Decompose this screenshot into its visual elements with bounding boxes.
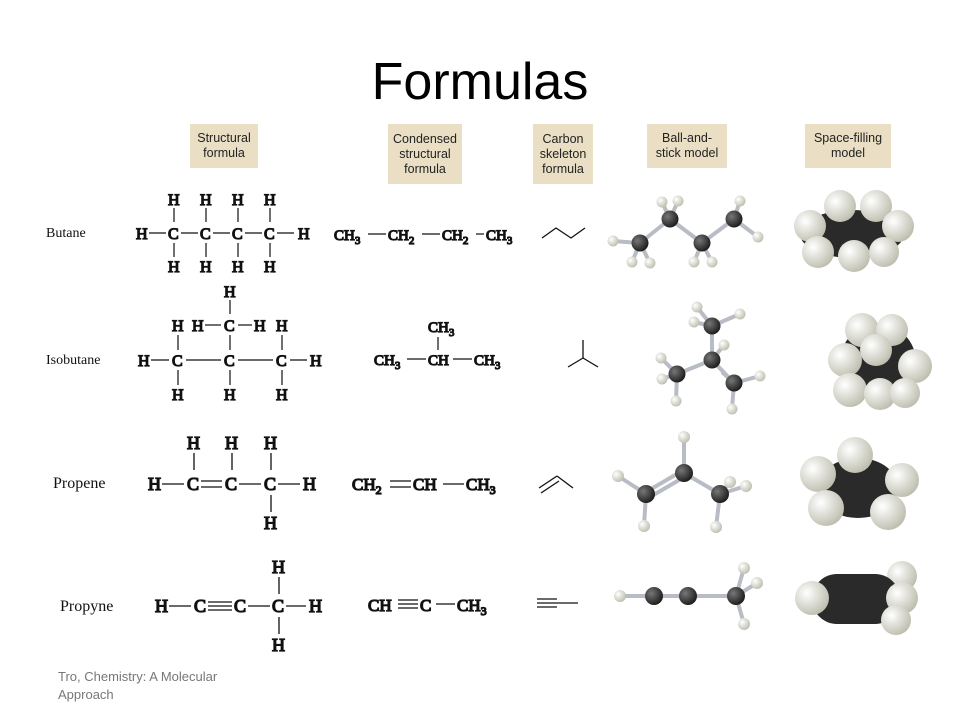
- svg-text:CH3: CH3: [474, 353, 501, 372]
- atom-c: C: [168, 226, 179, 243]
- isobutane-skeleton: [567, 340, 599, 368]
- atom-c: C: [187, 474, 199, 494]
- col-header-condensed: Condensed structural formula: [388, 124, 462, 184]
- atom-h: H: [264, 513, 277, 533]
- slide-title: Formulas: [371, 53, 589, 111]
- svg-text:CH2: CH2: [352, 475, 382, 497]
- atom-h: H: [168, 259, 180, 276]
- atom-c: C: [264, 474, 276, 494]
- atom-h: H: [225, 433, 238, 453]
- atom-h: H: [192, 318, 204, 335]
- atom-h: H: [232, 192, 244, 209]
- atom-c: C: [264, 226, 275, 243]
- isobutane-condensed: CH3 CH3 CH CH3: [373, 319, 501, 372]
- propene-structural: H H H H C C C H H: [147, 432, 316, 533]
- atom-h: H: [168, 192, 180, 209]
- atom-c: C: [200, 226, 211, 243]
- atom-h: H: [276, 318, 288, 335]
- atom-c: C: [224, 318, 235, 335]
- svg-text:CH: CH: [428, 353, 449, 369]
- atom-h: H: [200, 259, 212, 276]
- atom-h: H: [264, 433, 277, 453]
- butane-ball-stick: [607, 195, 764, 269]
- butane-space-filling: [794, 190, 914, 272]
- row-label-propene: Propene: [53, 475, 106, 492]
- atom-h: H: [232, 259, 244, 276]
- svg-text:CH3: CH3: [457, 596, 487, 618]
- row-label-isobutane: Isobutane: [46, 353, 101, 368]
- svg-text:CH3: CH3: [428, 320, 455, 339]
- butane-structural: H C C C C H H H H H H H H H: [135, 191, 310, 276]
- atom-h: H: [272, 635, 285, 655]
- source-footer: Tro, Chemistry: A Molecular Approach: [58, 669, 218, 702]
- propene-condensed: CH2 CH CH3: [351, 474, 496, 497]
- atom-h: H: [310, 353, 322, 370]
- propene-skeleton: [538, 475, 574, 494]
- atom-h: H: [276, 387, 288, 404]
- svg-text:CH: CH: [368, 596, 392, 615]
- atom-h: H: [309, 596, 322, 616]
- svg-text:CH: CH: [413, 475, 437, 494]
- svg-text:CH3: CH3: [466, 475, 496, 497]
- propene-space-filling: [800, 437, 919, 530]
- atom-c: C: [232, 226, 243, 243]
- propyne-space-filling: [795, 561, 918, 635]
- isobutane-ball-stick: [655, 301, 766, 415]
- atom-c: C: [172, 353, 183, 370]
- col-header-structural: Structural formula: [190, 124, 258, 168]
- isobutane-structural: H H C H H H H C C C H H H H: [137, 283, 322, 404]
- atom-h: H: [136, 226, 148, 243]
- col-header-skeleton: Carbon skeleton formula: [533, 124, 593, 184]
- svg-text:CH2: CH2: [442, 228, 468, 247]
- atom-c: C: [225, 474, 237, 494]
- atom-h: H: [172, 318, 184, 335]
- atom-h: H: [272, 557, 285, 577]
- atom-h: H: [200, 192, 212, 209]
- atom-h: H: [148, 474, 161, 494]
- propene-ball-stick: [612, 431, 752, 533]
- atom-h: H: [187, 433, 200, 453]
- svg-text:CH3: CH3: [334, 228, 361, 247]
- row-label-propyne: Propyne: [60, 598, 114, 615]
- svg-text:C: C: [420, 596, 431, 615]
- atom-c: C: [194, 596, 206, 616]
- atom-c: C: [224, 353, 235, 370]
- svg-text:CH3: CH3: [374, 353, 401, 372]
- isobutane-space-filling: [828, 313, 932, 410]
- propyne-ball-stick: [614, 562, 763, 630]
- atom-c: C: [234, 596, 246, 616]
- butane-skeleton: [541, 227, 586, 239]
- propyne-structural: H H C C C H H: [154, 556, 322, 655]
- col-header-space-filling: Space-filling model: [805, 124, 891, 168]
- atom-h: H: [224, 284, 236, 301]
- svg-text:CH2: CH2: [388, 228, 414, 247]
- propyne-skeleton: [537, 598, 578, 608]
- atom-h: H: [254, 318, 266, 335]
- atom-c: C: [276, 353, 287, 370]
- atom-h: H: [155, 596, 168, 616]
- svg-text:CH3: CH3: [486, 228, 513, 247]
- row-label-butane: Butane: [46, 226, 86, 241]
- atom-h: H: [264, 259, 276, 276]
- atom-h: H: [224, 387, 236, 404]
- atom-h: H: [264, 192, 276, 209]
- butane-condensed: CH3 CH2 CH2 CH3: [333, 227, 513, 247]
- atom-h: H: [172, 387, 184, 404]
- col-header-ball-stick: Ball-and-stick model: [647, 124, 727, 168]
- propyne-condensed: CH C CH3: [367, 595, 487, 618]
- atom-h: H: [298, 226, 310, 243]
- atom-h: H: [303, 474, 316, 494]
- atom-h: H: [138, 353, 150, 370]
- atom-c: C: [272, 596, 284, 616]
